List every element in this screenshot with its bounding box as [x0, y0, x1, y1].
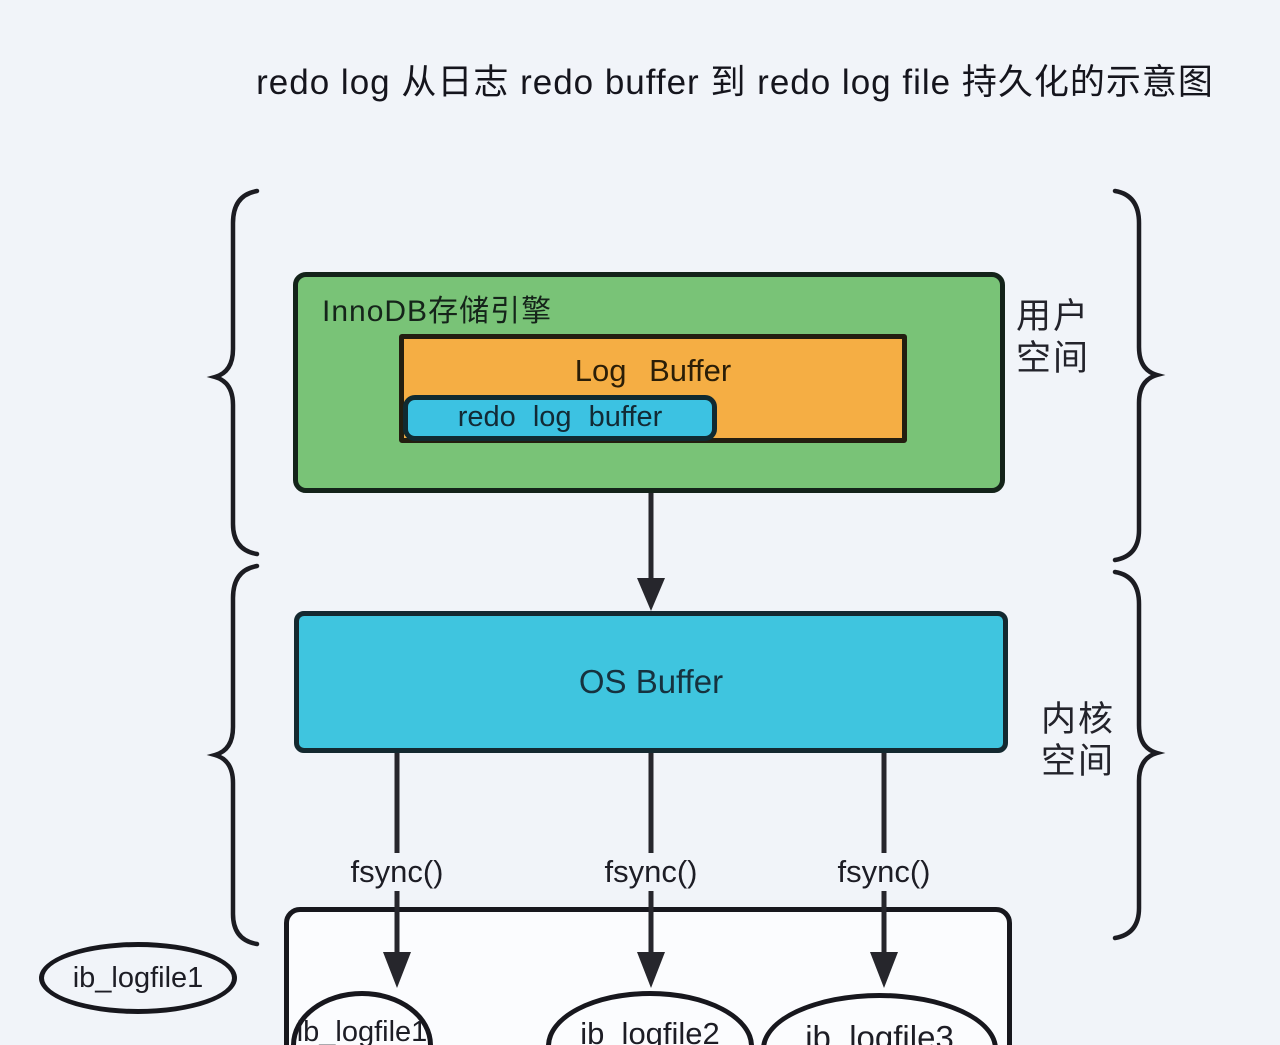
logfile-ellipse-3: ib_logfile3 [761, 993, 998, 1045]
redo-log-buffer-box: redo log buffer [403, 395, 717, 441]
left-brace-user-space [206, 188, 260, 557]
arrow-head-innodb-to-osbuffer [637, 578, 665, 611]
logfile-2-label: ib_logfile2 [580, 1016, 720, 1045]
user-space-line2: 空间 [1016, 339, 1091, 378]
right-brace-kernel-space [1112, 569, 1166, 941]
kernel-space-line1: 内核 [1041, 700, 1116, 739]
os-buffer-box: OS Buffer [294, 611, 1008, 753]
arrow-head-fsync-2 [637, 952, 665, 988]
fsync-label-2: fsync() [597, 853, 705, 891]
log-buffer-label: Log Buffer [574, 353, 732, 388]
arrow-head-fsync-1 [383, 952, 411, 988]
arrow-head-fsync-3 [870, 952, 898, 988]
right-brace-user-space [1112, 188, 1166, 563]
kernel-space-label: 内核 空间 [1041, 699, 1115, 783]
os-buffer-label: OS Buffer [578, 663, 724, 700]
user-space-label: 用户 空间 [1016, 296, 1090, 380]
logfile-ellipse-standalone: ib_logfile1 [39, 942, 237, 1014]
diagram-title: redo log 从日志 redo buffer 到 redo log file… [256, 63, 1214, 102]
fsync-label-1: fsync() [343, 853, 451, 891]
logfile-standalone-label: ib_logfile1 [72, 961, 204, 994]
user-space-line1: 用户 [1016, 297, 1091, 336]
logfile-ellipse-1: ib_logfile1 [291, 991, 433, 1045]
logfile-1-label: ib_logfile1 [296, 1016, 428, 1045]
redo-log-buffer-label: redo log buffer [457, 400, 663, 433]
innodb-engine-label: InnoDB存储引擎 [322, 295, 553, 328]
kernel-space-line2: 空间 [1041, 742, 1116, 781]
logfile-3-label: ib_logfile3 [805, 1019, 954, 1045]
left-brace-kernel-space [206, 563, 260, 947]
fsync-label-3: fsync() [830, 853, 938, 891]
